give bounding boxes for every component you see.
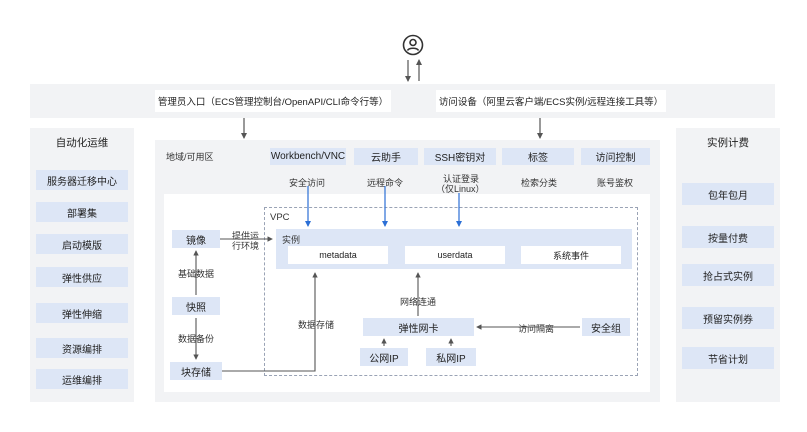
left-item-1: 服务器迁移中心 [36,170,128,190]
left-item-4: 弹性供应 [36,267,128,287]
instance-system-events: 系统事件 [521,246,621,264]
label-auth-login-2: （仅Linux） [436,184,485,194]
service-tags: 标签 [502,148,574,165]
label-provide-env-1: 提供运 [232,231,260,241]
right-item-3: 抢占式实例 [682,264,774,286]
label-account-auth: 账号鉴权 [597,178,634,188]
left-item-2: 部署集 [36,202,128,222]
right-item-1: 包年包月 [682,183,774,205]
left-item-7: 运维编排 [36,369,128,389]
label-search-classify: 检索分类 [521,178,558,188]
label-access-isolation: 访问隔离 [518,324,555,334]
access-device: 访问设备（阿里云客户端/ECS实例/远程连接工具等） [436,90,666,112]
private-ip-box: 私网IP [426,348,476,366]
instance-metadata: metadata [288,246,388,264]
automation-title: 自动化运维 [55,137,109,149]
security-group-box: 安全组 [582,318,630,336]
vpc-boundary [264,207,638,376]
service-workbench: Workbench/VNC [270,148,346,165]
image-box: 镜像 [172,230,220,248]
instance-label: 实例 [282,235,301,245]
right-item-4: 预留实例券 [682,307,774,329]
eni-box: 弹性网卡 [363,318,474,336]
label-data-storage: 数据存储 [298,320,335,330]
label-provide-env-2: 行环境 [232,241,260,251]
left-item-5: 弹性伸缩 [36,303,128,323]
billing-title: 实例计费 [707,137,749,149]
left-item-3: 启动模版 [36,234,128,254]
snapshot-box: 快照 [172,297,220,315]
service-cloud-assistant: 云助手 [354,148,418,165]
block-storage-box: 块存储 [170,362,222,380]
service-ssh-keypair: SSH密钥对 [424,148,496,165]
right-item-5: 节省计划 [682,347,774,369]
service-access-control: 访问控制 [581,148,650,165]
right-item-2: 按量付费 [682,226,774,248]
label-auth-login-1: 认证登录 [443,174,480,184]
admin-entry: 管理员入口（ECS管理控制台/OpenAPI/CLI命令行等） [155,90,391,112]
region-label: 地域/可用区 [166,152,214,162]
user-icon [402,34,424,56]
vpc-label: VPC [270,212,290,223]
left-item-6: 资源编排 [36,338,128,358]
label-secure-access: 安全访问 [289,178,326,188]
label-remote-command: 远程命令 [367,178,404,188]
public-ip-box: 公网IP [360,348,408,366]
instance-userdata: userdata [405,246,505,264]
